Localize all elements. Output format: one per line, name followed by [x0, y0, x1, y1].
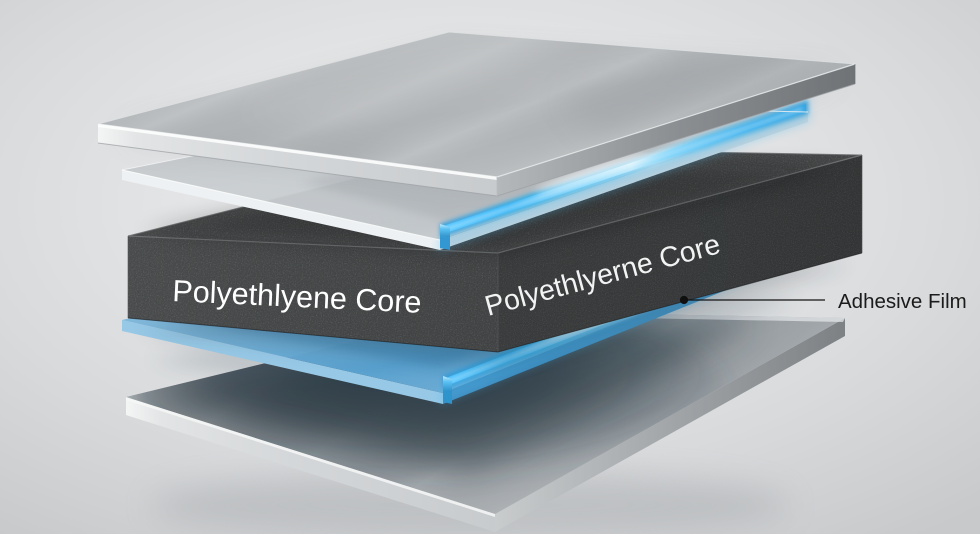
callout-adhesive-film: Adhesive Film [679, 290, 967, 313]
layer-top-aluminium-sheet [97, 31, 856, 197]
adhesive-film-label: Adhesive Film [838, 290, 967, 313]
top-sheet-edge-right [497, 64, 855, 196]
bottom-film-edge-left [122, 320, 443, 404]
top-sheet-edge-left [98, 124, 497, 196]
top-film-edge-left [122, 170, 440, 250]
bottom-sheet-edge-left [126, 397, 495, 532]
adhesive-film-leader-dot [679, 295, 689, 305]
bottom-sheet-edge-right [495, 318, 845, 532]
